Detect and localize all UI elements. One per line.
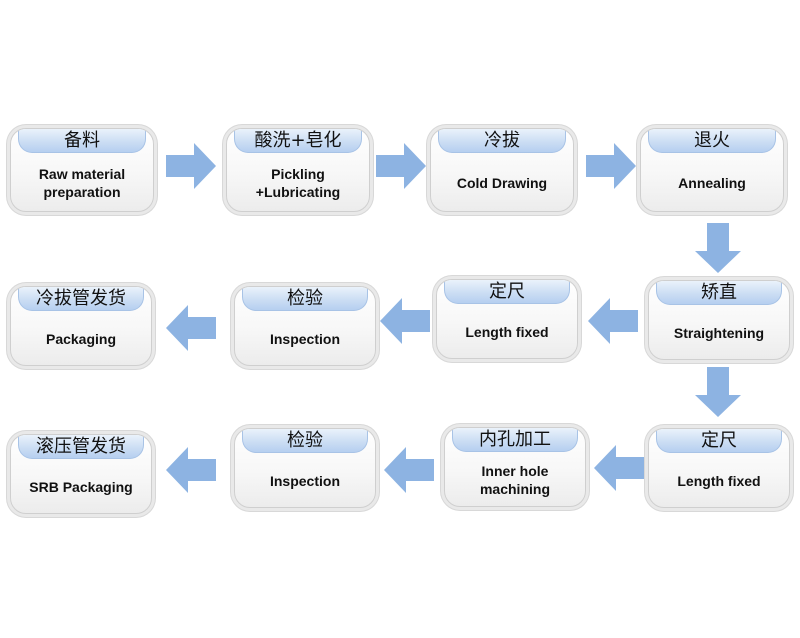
left-arrow-icon [166,305,216,351]
step-en-label: Cold Drawing [456,175,548,191]
step-inner-hole-machining: 内孔加工 Inner hole machining [444,427,586,507]
step-cn-title: 冷拔 [438,129,566,153]
down-arrow-icon [695,223,741,273]
step-raw-material-preparation: 备料 Raw material preparation [10,128,154,212]
step-cn-title: 冷拔管发货 [18,287,144,311]
left-arrow-icon [588,298,638,344]
step-annealing: 退火 Annealing [640,128,784,212]
step-srb-packaging: 滚压管发货 SRB Packaging [10,434,152,514]
step-length-fixed-2: 定尺 Length fixed [648,428,790,508]
step-straightening: 矫直 Straightening [648,280,790,360]
step-en-label: Inner hole machining [479,463,550,497]
right-arrow-icon [586,143,636,189]
right-arrow-icon [166,143,216,189]
step-en-label: SRB Packaging [29,479,133,495]
step-inspection-1: 检验 Inspection [234,286,376,366]
step-en-label: Straightening [673,325,765,341]
right-arrow-icon [376,143,426,189]
step-en-label: Inspection [269,331,340,347]
step-en-label: Length fixed [465,324,549,340]
step-cn-title: 检验 [242,287,368,311]
left-arrow-icon [384,447,434,493]
step-cn-title: 备料 [18,129,146,153]
step-cn-title: 退火 [648,129,776,153]
step-en-label: Annealing [678,175,746,191]
step-pickling-lubricating: 酸洗+皂化 Pickling +Lubricating [226,128,370,212]
step-cn-title: 矫直 [656,281,782,305]
step-cn-title: 酸洗+皂化 [234,129,362,153]
step-cn-title: 检验 [242,429,368,453]
down-arrow-icon [695,367,741,417]
left-arrow-icon [166,447,216,493]
left-arrow-icon [594,445,644,491]
step-en-label: Length fixed [677,473,761,489]
step-packaging: 冷拔管发货 Packaging [10,286,152,366]
step-en-label: Raw material preparation [38,166,126,200]
step-en-label: Packaging [45,331,117,347]
step-en-label: Pickling +Lubricating [255,166,341,200]
step-cn-title: 内孔加工 [452,428,578,452]
step-cn-title: 定尺 [656,429,782,453]
left-arrow-icon [380,298,430,344]
step-cn-title: 滚压管发货 [18,435,144,459]
step-inspection-2: 检验 Inspection [234,428,376,508]
step-length-fixed-1: 定尺 Length fixed [436,279,578,359]
step-cn-title: 定尺 [444,280,570,304]
step-en-label: Inspection [269,473,340,489]
step-cold-drawing: 冷拔 Cold Drawing [430,128,574,212]
